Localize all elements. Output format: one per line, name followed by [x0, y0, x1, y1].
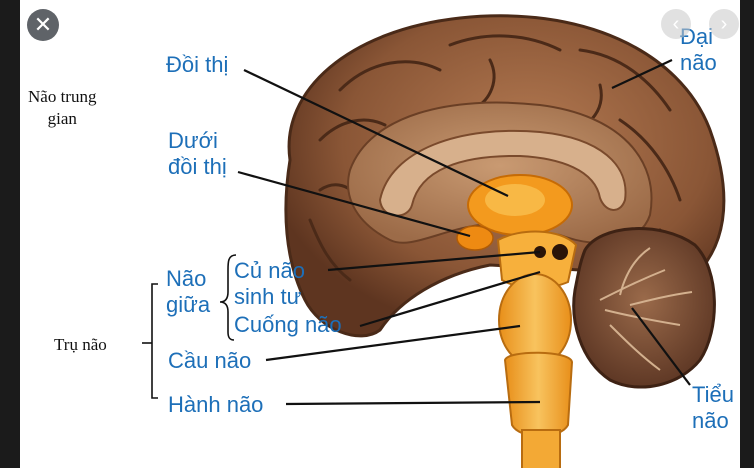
label-nao-giua-line1: Não [166, 266, 207, 291]
chevron-left-icon: ‹ [672, 13, 680, 35]
label-duoi-doi-thi-line2: đồi thị [168, 154, 227, 179]
corpus-callosum [378, 129, 627, 217]
brackets [142, 254, 237, 399]
spinal-cord [521, 429, 561, 468]
label-cuong-nao: Cuống não [234, 312, 342, 337]
label-doi-thi: Đồi thị [166, 52, 229, 77]
label-dai-nao-line2: não [680, 50, 717, 75]
label-cu-nao-sinh-tu-line1: Củ não [234, 258, 305, 283]
medial-surface [347, 101, 653, 245]
label-hanh-nao: Hành não [168, 392, 264, 417]
colliculi [552, 244, 568, 260]
label-tieu-nao: Tiểu não [692, 382, 734, 434]
label-nao-trung-gian-line2: gian [47, 109, 77, 128]
label-cu-nao-sinh-tu-line2: sinh tư [234, 284, 302, 309]
close-icon: ✕ [33, 12, 53, 37]
label-nao-trung-gian: Não trung gian [28, 86, 96, 130]
label-nao-trung-gian-line1: Não trung [28, 87, 97, 106]
label-duoi-doi-thi-line1: Dưới [168, 128, 218, 153]
label-tieu-nao-line1: Tiểu [692, 382, 734, 407]
previous-image-button[interactable]: ‹ [661, 9, 691, 39]
label-duoi-doi-thi: Dưới đồi thị [168, 128, 227, 180]
hypothalamus [456, 225, 494, 251]
brain-diagram-image[interactable]: Não trung gian Trụ não Đồi thị Dưới đồi … [20, 0, 740, 468]
cerebellum [572, 227, 716, 389]
label-tieu-nao-line2: não [692, 408, 729, 433]
label-cu-nao-sinh-tu: Củ não sinh tư [234, 258, 305, 310]
label-tru-nao: Trụ não [54, 335, 107, 354]
label-nao-giua-line2: giữa [166, 292, 211, 317]
label-cau-nao: Cầu não [168, 348, 252, 373]
label-nao-giua: Não giữa [166, 266, 210, 318]
brain-illustration [142, 14, 726, 468]
medulla [503, 351, 574, 438]
next-image-button[interactable]: › [709, 9, 739, 39]
close-button[interactable]: ✕ [27, 9, 59, 41]
leader-lines [237, 59, 691, 406]
chevron-right-icon: › [720, 13, 728, 35]
